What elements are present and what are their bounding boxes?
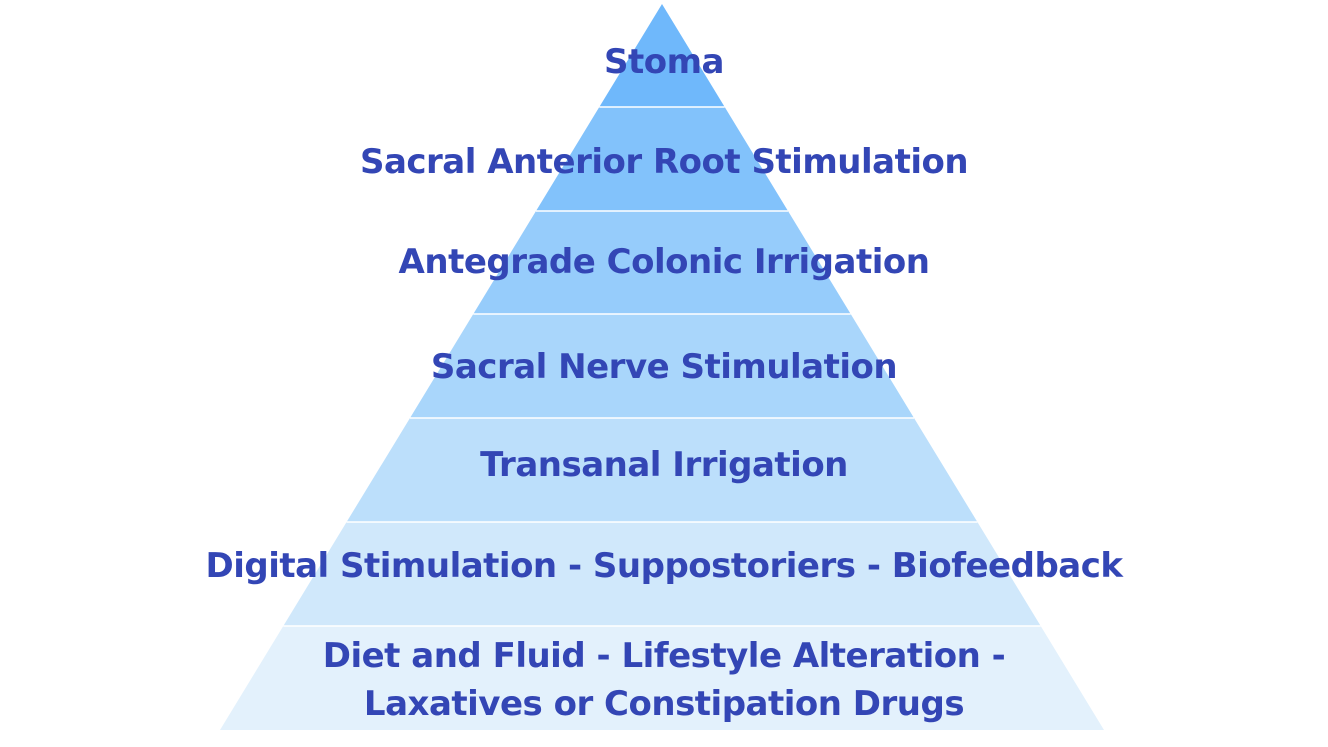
tier-label-sacral-anterior-root-stimulation: Sacral Anterior Root Stimulation (0, 138, 1328, 186)
pyramid-tier-1 (536, 107, 788, 211)
tier-label-sacral-nerve-stimulation: Sacral Nerve Stimulation (0, 343, 1328, 391)
pyramid-tier-0 (599, 4, 725, 107)
tier-2-line-0: Antegrade Colonic Irrigation (398, 242, 930, 282)
pyramid-tier-3 (410, 314, 914, 418)
pyramid-tier-5 (283, 522, 1041, 626)
tier-4-line-0: Transanal Irrigation (480, 445, 848, 485)
pyramid-tier-4 (346, 418, 978, 522)
tier-label-digital-stimulation: Digital Stimulation - Suppostoriers - Bi… (0, 542, 1328, 590)
tier-label-stoma: Stoma (0, 38, 1328, 86)
tier-label-diet-and-fluid: Diet and Fluid - Lifestyle Alteration - … (0, 632, 1328, 728)
tier-6-line-0: Diet and Fluid - Lifestyle Alteration - (322, 636, 1006, 676)
tier-label-antegrade-colonic-irrigation: Antegrade Colonic Irrigation (0, 238, 1328, 286)
tier-label-transanal-irrigation: Transanal Irrigation (0, 441, 1328, 489)
tier-3-line-0: Sacral Nerve Stimulation (430, 347, 898, 387)
tier-1-line-0: Sacral Anterior Root Stimulation (359, 142, 969, 182)
tier-6-line-1: Laxatives or Constipation Drugs (363, 684, 965, 724)
pyramid-tier-2 (473, 211, 851, 314)
pyramid-tier-6 (220, 626, 1104, 730)
tier-5-line-0: Digital Stimulation - Suppostoriers - Bi… (205, 546, 1123, 586)
tier-0-line-0: Stoma (604, 42, 724, 82)
